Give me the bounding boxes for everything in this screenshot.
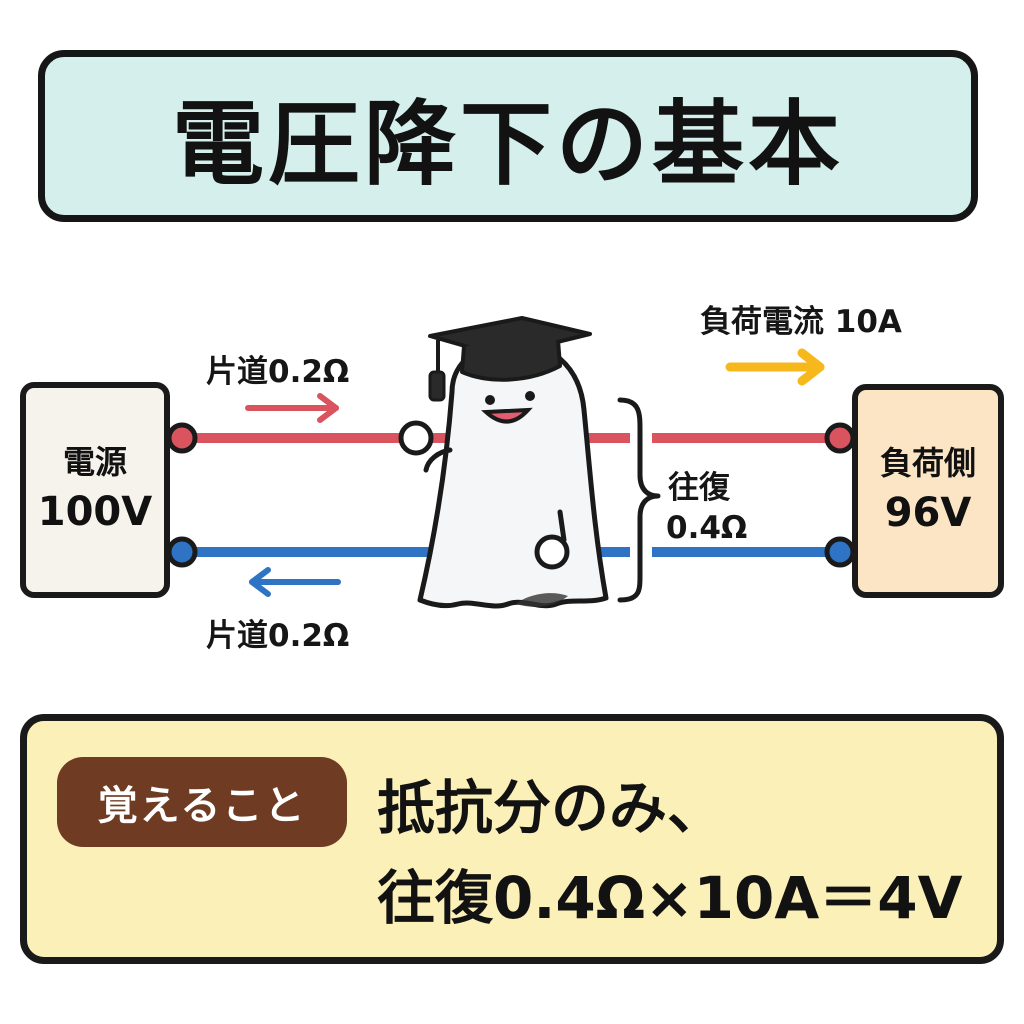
title-banner: 電圧降下の基本: [38, 50, 978, 222]
key-point-line1: 抵抗分のみ、: [377, 774, 726, 842]
top-wire-arrow: [245, 393, 339, 423]
top-wire-resistance-label: 片道0.2Ω: [206, 354, 350, 390]
source-bottom-terminal: [166, 536, 198, 568]
round-trip-label-line2: 0.4Ω: [666, 510, 748, 546]
graduation-cap-icon: [428, 316, 592, 402]
key-point-line2: 往復0.4Ω×10A＝4V: [377, 864, 963, 932]
load-voltage: 96V: [884, 490, 972, 536]
load-bottom-terminal: [824, 536, 856, 568]
load-name: 負荷側: [879, 444, 976, 482]
load-current-label: 負荷電流 10A: [700, 304, 902, 340]
load-top-terminal: [824, 422, 856, 454]
source-name: 電源: [62, 443, 127, 481]
round-trip-label-line1: 往復: [668, 470, 730, 506]
ghost-mascot-icon: [398, 339, 609, 609]
source-voltage: 100V: [37, 489, 153, 535]
bottom-wire-arrow: [249, 567, 341, 597]
load-box: 負荷側 96V: [852, 384, 1004, 598]
power-source-box: 電源 100V: [20, 382, 170, 598]
key-point-box: 覚えること 抵抗分のみ、 往復0.4Ω×10A＝4V: [20, 714, 1004, 964]
bottom-wire-resistance-label: 片道0.2Ω: [206, 618, 350, 654]
page-title: 電圧降下の基本: [171, 90, 844, 198]
source-top-terminal: [166, 422, 198, 454]
remember-badge: 覚えること: [57, 757, 347, 847]
round-trip-brace: [617, 397, 661, 603]
load-current-arrow: [725, 348, 825, 386]
